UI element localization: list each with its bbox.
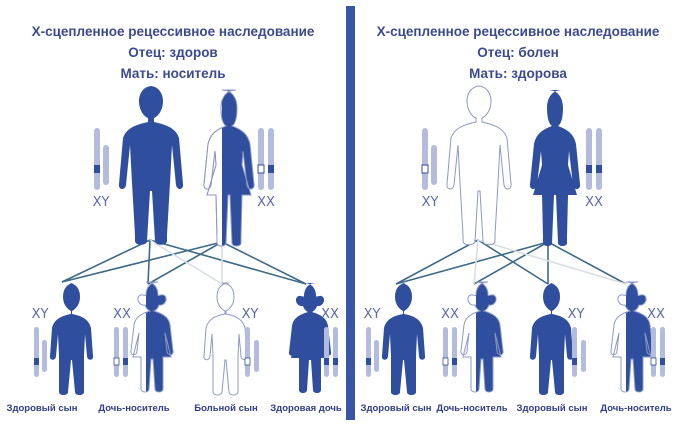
mother-figure [203,89,255,247]
child-1-chromosomes [366,327,379,377]
father-figure [446,85,512,246]
child-1-figure [381,283,426,395]
child-1-caption: Здоровый сын [361,403,432,414]
child-1-caption: Здоровый сын [7,403,78,414]
panel-divider [346,6,355,420]
father-chromosomes [94,128,109,190]
child-3-figure [529,283,574,395]
panel-right: Х-сцепленное рецессивное наследование От… [361,24,672,414]
father-genotype: XY [422,195,439,210]
mother-figure [529,90,581,246]
child-2-figure [460,281,504,393]
child-1-chromosomes [34,327,47,377]
child-3-genotype: XY [242,307,259,322]
child-4-chromosomes [650,327,665,377]
panel-title: Х-сцепленное рецессивное наследование [377,24,660,39]
mother-chromosomes [586,128,602,190]
child-4-caption: Здоровая дочь [270,403,342,414]
father-chromosomes [421,128,437,190]
child-1-genotype: XY [32,307,49,322]
child-1-figure [49,283,94,395]
father-status: Отец: болен [477,45,558,60]
father-genotype: XY [93,195,110,210]
child-2-chromosomes [113,327,128,377]
inheritance-lines [61,239,307,285]
mother-status: Мать: носитель [120,66,225,81]
child-2-genotype: XX [113,307,131,322]
child-3-caption: Больной сын [194,403,258,414]
child-4-figure [610,281,654,393]
father-figure [118,86,184,245]
child-4-caption: Дочь-носитель [600,403,671,414]
child-4-genotype: XX [647,307,665,322]
mother-chromosomes [257,128,274,190]
father-status: Отец: здоров [128,45,217,60]
inheritance-lines [395,239,627,285]
child-1-genotype: XY [364,307,381,322]
child-2-caption: Дочь-носитель [436,403,507,414]
child-4-chromosomes [324,327,338,377]
child-2-chromosomes [442,327,457,377]
child-2-caption: Дочь-носитель [98,403,169,414]
child-4-genotype: XX [321,307,339,322]
mother-genotype: XX [585,195,603,210]
child-3-genotype: XY [568,307,585,322]
child-3-chromosomes [244,327,259,377]
child-3-caption: Здоровый сын [517,403,588,414]
child-3-chromosomes [572,327,586,377]
child-2-figure [130,281,174,393]
panel-left: Х-сцепленное рецессивное наследование От… [7,24,342,414]
child-2-genotype: XX [441,307,459,322]
panel-title: Х-сцепленное рецессивное наследование [32,24,315,39]
mother-genotype: XX [257,195,275,210]
child-3-figure [203,282,248,396]
mother-status: Мать: здорова [469,66,567,81]
